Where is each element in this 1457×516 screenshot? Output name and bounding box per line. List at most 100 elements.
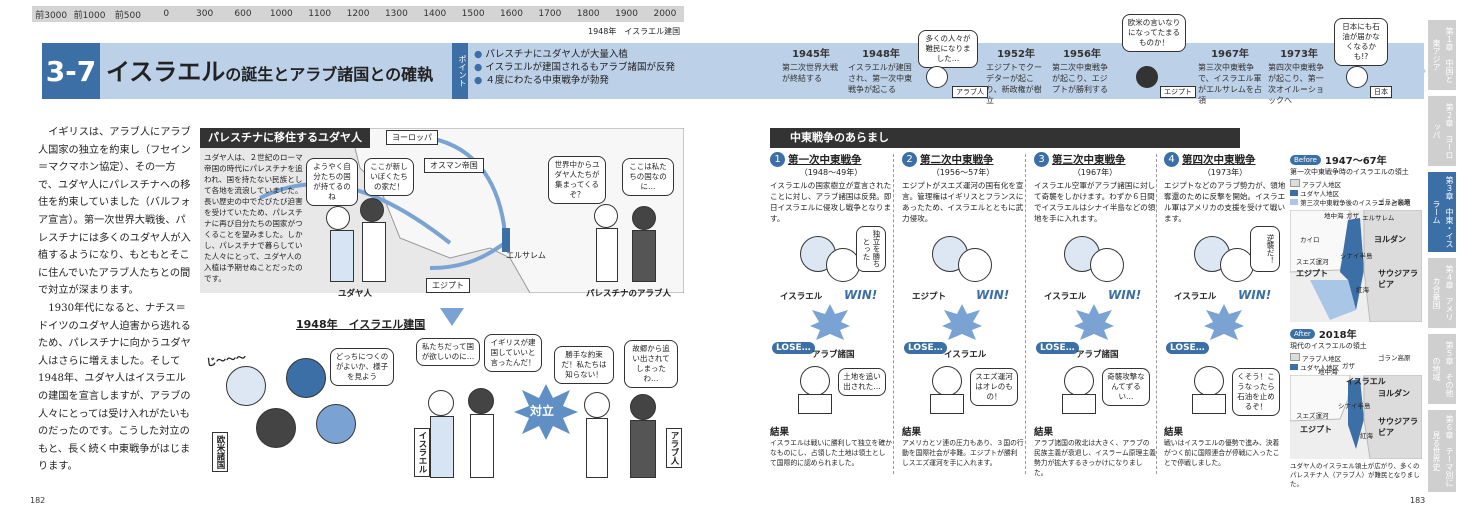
era-tick: 前3000: [35, 10, 68, 21]
figure-icon: [1064, 366, 1094, 396]
war-years: （1973年）: [1202, 168, 1248, 177]
era-tick: 1600: [500, 9, 523, 19]
egypt-figure-icon: [1136, 66, 1158, 88]
map-place-label: ガザ: [1342, 362, 1355, 370]
before-map: [1290, 210, 1422, 322]
war-number: 3: [1034, 152, 1049, 167]
map-place-label: ヨルダン: [1374, 235, 1406, 244]
result-text: アラブ諸国の敗北は大きく、アラブの民族主義が衰退し、イスラーム原理主義勢力が拡大…: [1034, 439, 1156, 477]
figure-body: [1192, 394, 1226, 414]
timeline-item: 1948年イスラエルが建国され、第一次中東戦争が起こる: [848, 49, 913, 94]
chapter-tab[interactable]: 第５章 その他の地域: [1428, 334, 1456, 404]
war-text: エジプトがスエズ運河の国有化を宣言。管理権はイギリスとフランスにあったため、イス…: [902, 181, 1024, 223]
war-title: 第一次中東戦争: [788, 154, 862, 166]
war-text: イスラエル空軍がアラブ諸国に対して奇襲をしかけます。わずか６日間でイスラエルはシ…: [1034, 181, 1156, 223]
usa-flag-ball-icon: [226, 366, 266, 406]
lose-word: LOSE…: [1036, 342, 1079, 354]
map-place-label: スエズ運河: [1296, 412, 1329, 420]
map-place-label: エルサレム: [1362, 214, 1395, 222]
map-place-label: エジプト: [1300, 425, 1332, 434]
before-sub: 第一次中東戦争時のイスラエルの領土: [1290, 168, 1409, 176]
map-place-label: カイロ: [1300, 236, 1320, 244]
figure-body: [362, 222, 386, 282]
map-place-label: サウジアラビア: [1378, 417, 1418, 437]
map-place-label: エジプト: [1296, 269, 1328, 278]
japan-figure-icon: [1346, 66, 1368, 88]
arab-man-icon: [584, 392, 610, 418]
speech-bubble: 日本にも石油が届かなくなるかも!?: [1334, 18, 1388, 66]
figure-body: [632, 230, 656, 282]
timeline-item: 1945年第二次世界大戦が終結する: [782, 49, 838, 83]
war-years: （1948〜49年）: [799, 168, 863, 177]
chapter-tab[interactable]: 第２章 ヨーロッパ: [1428, 96, 1456, 166]
winner-label: イスラエル: [1174, 292, 1217, 302]
chapter-tab[interactable]: 第４章 アメリカ合衆国: [1428, 258, 1456, 328]
figure-body: [470, 414, 494, 478]
uk-flag-ball-icon: [286, 358, 326, 398]
figure-body: [430, 416, 454, 478]
palestine-region: [502, 228, 510, 252]
map-place-label: スエズ運河: [1296, 258, 1329, 266]
figure-body: [1062, 394, 1096, 414]
map-place-label: 紅海: [1356, 286, 1369, 294]
conflict-burst: [514, 384, 578, 440]
conflict-label: 対立: [530, 404, 555, 418]
migration-arrow: [429, 241, 507, 270]
figure-body: [586, 418, 608, 478]
after-map: [1290, 375, 1422, 459]
point-item: ４度にわたる中東戦争が勃発: [474, 74, 675, 87]
result-label: 結果: [902, 427, 922, 438]
speech-bubble: ここは私たちの国なのに…: [622, 158, 674, 196]
arab-man-icon: [594, 204, 618, 228]
point-list: パレスチナにユダヤ人が大量入植 イスラエルが建国されるもアラブ諸国が反発 ４度に…: [474, 48, 675, 87]
country-ball-icon: [1090, 248, 1124, 282]
map-column: Before 1947〜67年 第一次中東戦争時のイスラエルの領土 アラブ人地区…: [1290, 152, 1422, 488]
page-title: イスラエルの誕生とアラブ諸国との確執: [106, 52, 433, 92]
war-number: 4: [1164, 152, 1179, 167]
chapter-tab[interactable]: 第６章 テーマ別に見る世界史: [1428, 410, 1456, 492]
jewish-woman-icon: [428, 390, 454, 416]
point-item: パレスチナにユダヤ人が大量入植: [474, 48, 675, 61]
down-arrow-icon: [440, 308, 464, 326]
chapter-tab[interactable]: 第３章 中東・イスラーム: [1428, 172, 1456, 252]
crossed-swords-icon: [942, 304, 982, 340]
migration-text: ユダヤ人は、２世紀のローマ帝国の時代にパレスチナを追われ、国を持たない民族として…: [204, 153, 303, 283]
speech-bubble: イギリスが建国していいと言ったんだ！: [484, 334, 542, 372]
era-tick: 1300: [384, 9, 408, 19]
loser-label: イスラエル: [944, 350, 987, 360]
section-number: 3-7: [42, 43, 100, 99]
banner-arrow: [1400, 43, 1426, 99]
war-text: エジプトなどのアラブ勢力が、領地奪還のために反撃を開始。イスラエル軍はアメリカの…: [1164, 181, 1286, 223]
era-tick: 1800: [576, 9, 600, 19]
column-divider: [893, 154, 894, 474]
result-label: 結果: [770, 427, 790, 438]
result-label: 結果: [1164, 427, 1184, 438]
vertical-label: アラブ人: [666, 428, 682, 468]
speech-bubble: 故郷から追い出されてしまったわ…: [624, 340, 678, 388]
war-years: （1956〜57年）: [931, 168, 995, 177]
chapter-tab[interactable]: 第１章 中国と東アジア: [1428, 20, 1456, 90]
crossed-swords-icon: [810, 304, 850, 340]
before-tag: Before: [1290, 154, 1321, 165]
place-label: ヨーロッパ: [386, 130, 438, 145]
timeline-item: 1973年第四次中東戦争が起こり、第一次オイル＝ショックへ: [1268, 49, 1324, 105]
war-title: 第二次中東戦争: [920, 154, 994, 166]
loser-label: アラブ諸国: [812, 350, 855, 360]
speech-bubble: スエズ運河はオレのもの！: [970, 368, 1018, 406]
wars-panel-header: 中東戦争のあらまし: [770, 128, 1240, 148]
banner-label: 日本: [1370, 86, 1392, 98]
column-divider: [1025, 154, 1026, 474]
map-place-label: シナイ半島: [1340, 252, 1373, 260]
germany-flag-ball-icon: [256, 408, 296, 448]
era-tick: 1000: [269, 9, 293, 19]
era-tick: 1200: [346, 9, 370, 19]
place-label: エルサレム: [506, 251, 546, 260]
speech-bubble: どっちにつくのがよいか、様子を見よう: [330, 348, 394, 386]
before-legend: アラブ人地区 ユダヤ人地区 第三次中東戦争後のイスラエル占領地: [1290, 179, 1422, 208]
era-tick: 600: [234, 9, 252, 19]
place-label: オスマン帝国: [424, 158, 484, 173]
speech-bubble: 勝手な約束だ！私たちは知らない！: [554, 346, 614, 384]
